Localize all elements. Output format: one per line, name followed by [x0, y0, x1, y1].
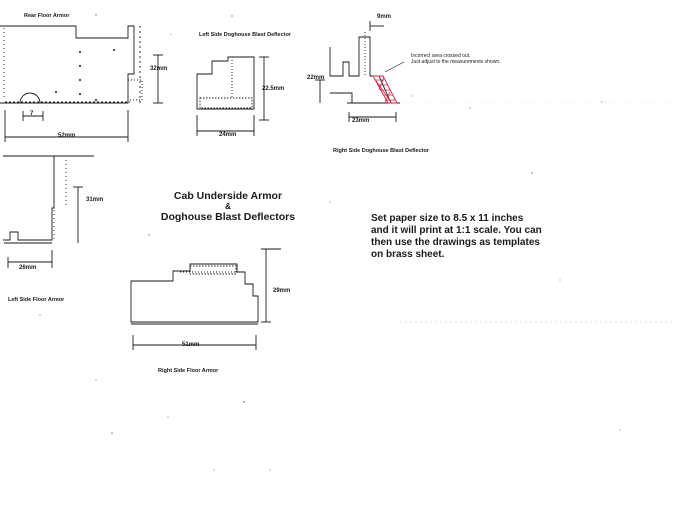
instructions-line-4: on brass sheet.: [371, 249, 445, 260]
right-doghouse-height-dim: 22mm: [307, 75, 325, 81]
instructions-line-2: and it will print at 1:1 scale. You can: [371, 225, 542, 236]
sheet-title: Cab Underside Armor & Doghouse Blast Def…: [158, 190, 298, 223]
right-doghouse-label: Right Side Doghouse Blast Deflector: [333, 148, 429, 154]
instructions-line-3: then use the drawings as templates: [371, 237, 540, 248]
rear-floor-armor-label: Rear Floor Armor: [24, 13, 70, 19]
right-floor-armor-label: Right Side Floor Armor: [158, 368, 219, 374]
crossout-note-line2: Just adjust to the measurements shown.: [411, 59, 501, 65]
title-line-2: &: [225, 202, 231, 211]
scan-speckles: [39, 14, 621, 471]
right-floor-height-dim: 29mm: [273, 288, 291, 294]
rear-floor-notch-dim: 7: [30, 111, 34, 117]
right-doghouse-width-dim: 23mm: [352, 118, 370, 124]
right-doghouse-drawing: [315, 21, 405, 122]
right-doghouse-top-dim: 9mm: [377, 14, 392, 20]
right-floor-armor-drawing: [130, 248, 281, 350]
left-floor-height-dim: 31mm: [86, 197, 104, 203]
right-floor-width-dim: 51mm: [182, 342, 200, 348]
crossout-note-line1: Incorrect area crossed out.: [411, 53, 471, 59]
left-doghouse-label: Left Side Doghouse Blast Deflector: [199, 32, 291, 38]
rear-floor-armor-drawing: [0, 25, 163, 142]
rear-floor-width-dim: 52mm: [58, 133, 76, 139]
left-floor-armor-label: Left Side Floor Armor: [8, 297, 65, 303]
print-instructions: Set paper size to 8.5 x 11 inches and it…: [371, 213, 542, 261]
title-line-3: Doghouse Blast Deflectors: [160, 211, 296, 223]
title-line-1: Cab Underside Armor: [173, 190, 283, 202]
left-doghouse-drawing: [196, 56, 269, 136]
left-floor-armor-drawing: [3, 155, 94, 268]
left-doghouse-width-dim: 24mm: [219, 132, 237, 138]
rear-floor-height-dim: 32mm: [150, 66, 168, 72]
left-floor-width-dim: 26mm: [19, 265, 37, 271]
left-doghouse-height-dim: 22.5mm: [262, 86, 285, 92]
instructions-line-1: Set paper size to 8.5 x 11 inches: [371, 213, 524, 224]
